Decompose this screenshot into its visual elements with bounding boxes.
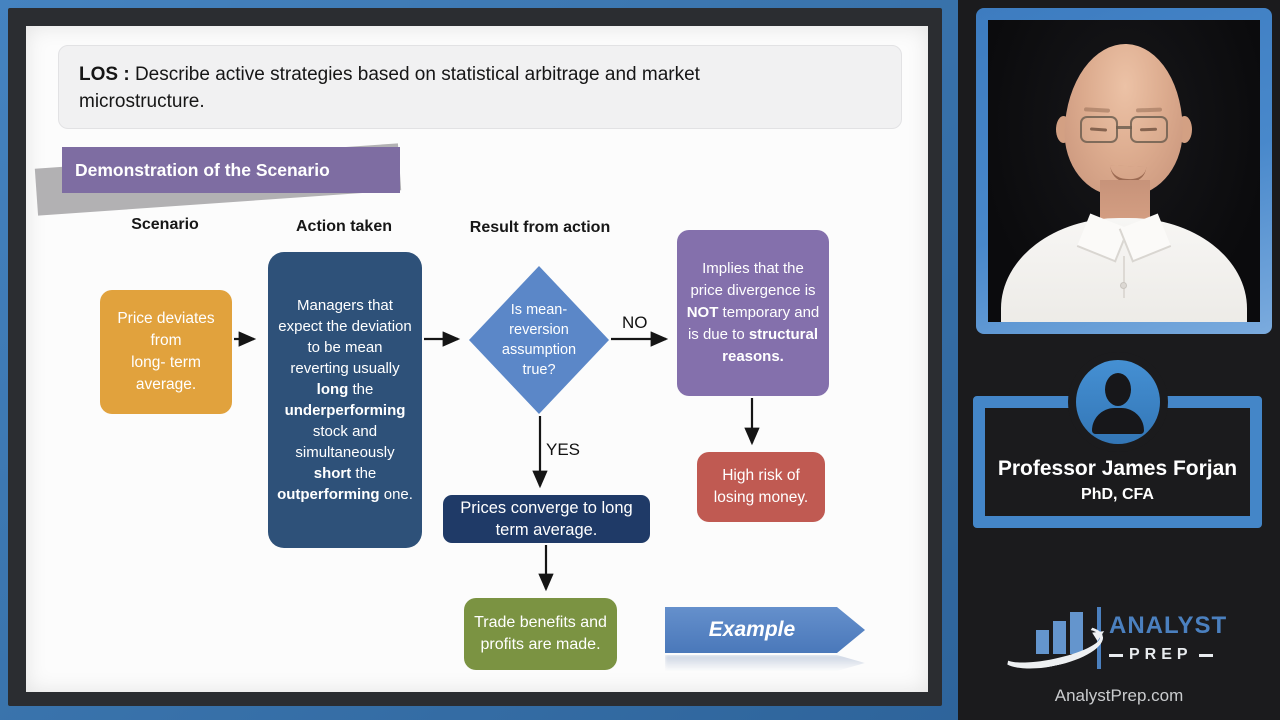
presenter-video-screen bbox=[988, 20, 1260, 322]
column-header-scenario: Scenario bbox=[131, 216, 199, 233]
decision-no-label: NO bbox=[622, 313, 648, 332]
flow-node-managers-action: Managers that expect the deviation to be… bbox=[268, 252, 422, 548]
website-url: AnalystPrep.com bbox=[1054, 686, 1184, 705]
flow-node-converge: Prices converge to long term average. bbox=[443, 495, 650, 543]
glasses-icon bbox=[1080, 116, 1118, 143]
flow-node-implies-text: Implies that the price divergence is NOT… bbox=[686, 260, 820, 365]
flow-node-high-risk: High risk of losing money. bbox=[697, 452, 825, 522]
column-header-result: Result from action bbox=[469, 219, 611, 236]
los-statement: LOS : Describe active strategies based o… bbox=[58, 45, 902, 129]
logo-bars-icon bbox=[1036, 630, 1049, 654]
person-icon bbox=[1105, 373, 1131, 406]
flow-node-converge-text: Prices converge to long term average. bbox=[460, 499, 633, 539]
los-label: LOS : bbox=[79, 64, 130, 85]
decision-yes-label: YES bbox=[546, 440, 581, 459]
flow-node-benefits-text: Trade benefits and profits are made. bbox=[474, 614, 607, 653]
logo-analyst-text: ANALYST bbox=[1109, 612, 1228, 639]
avatar bbox=[1076, 360, 1160, 444]
flow-node-managers-text: Managers that expect the deviation to be… bbox=[277, 297, 413, 503]
section-title: Demonstration of the Scenario bbox=[62, 147, 400, 193]
logo-dash-right bbox=[1198, 653, 1213, 657]
presenter-name: Professor James Forjan bbox=[997, 457, 1238, 480]
example-banner: Example bbox=[665, 607, 865, 653]
flow-node-high-risk-text: High risk of losing money. bbox=[713, 467, 809, 506]
logo-separator bbox=[1097, 607, 1101, 669]
logo-dash-left bbox=[1109, 653, 1123, 657]
column-header-action: Action taken bbox=[295, 218, 392, 235]
example-banner-reflection bbox=[665, 655, 865, 671]
presenter-credentials: PhD, CFA bbox=[1081, 486, 1154, 503]
flow-node-benefits: Trade benefits and profits are made. bbox=[464, 598, 617, 670]
presenter-video bbox=[976, 8, 1272, 334]
logo-prep-text: PREP bbox=[1109, 646, 1213, 664]
los-text: Describe active strategies based on stat… bbox=[79, 64, 700, 112]
flow-node-implies: Implies that the price divergence is NOT… bbox=[677, 230, 829, 396]
flow-decision-text: Is mean-reversion assumption true? bbox=[501, 302, 577, 378]
